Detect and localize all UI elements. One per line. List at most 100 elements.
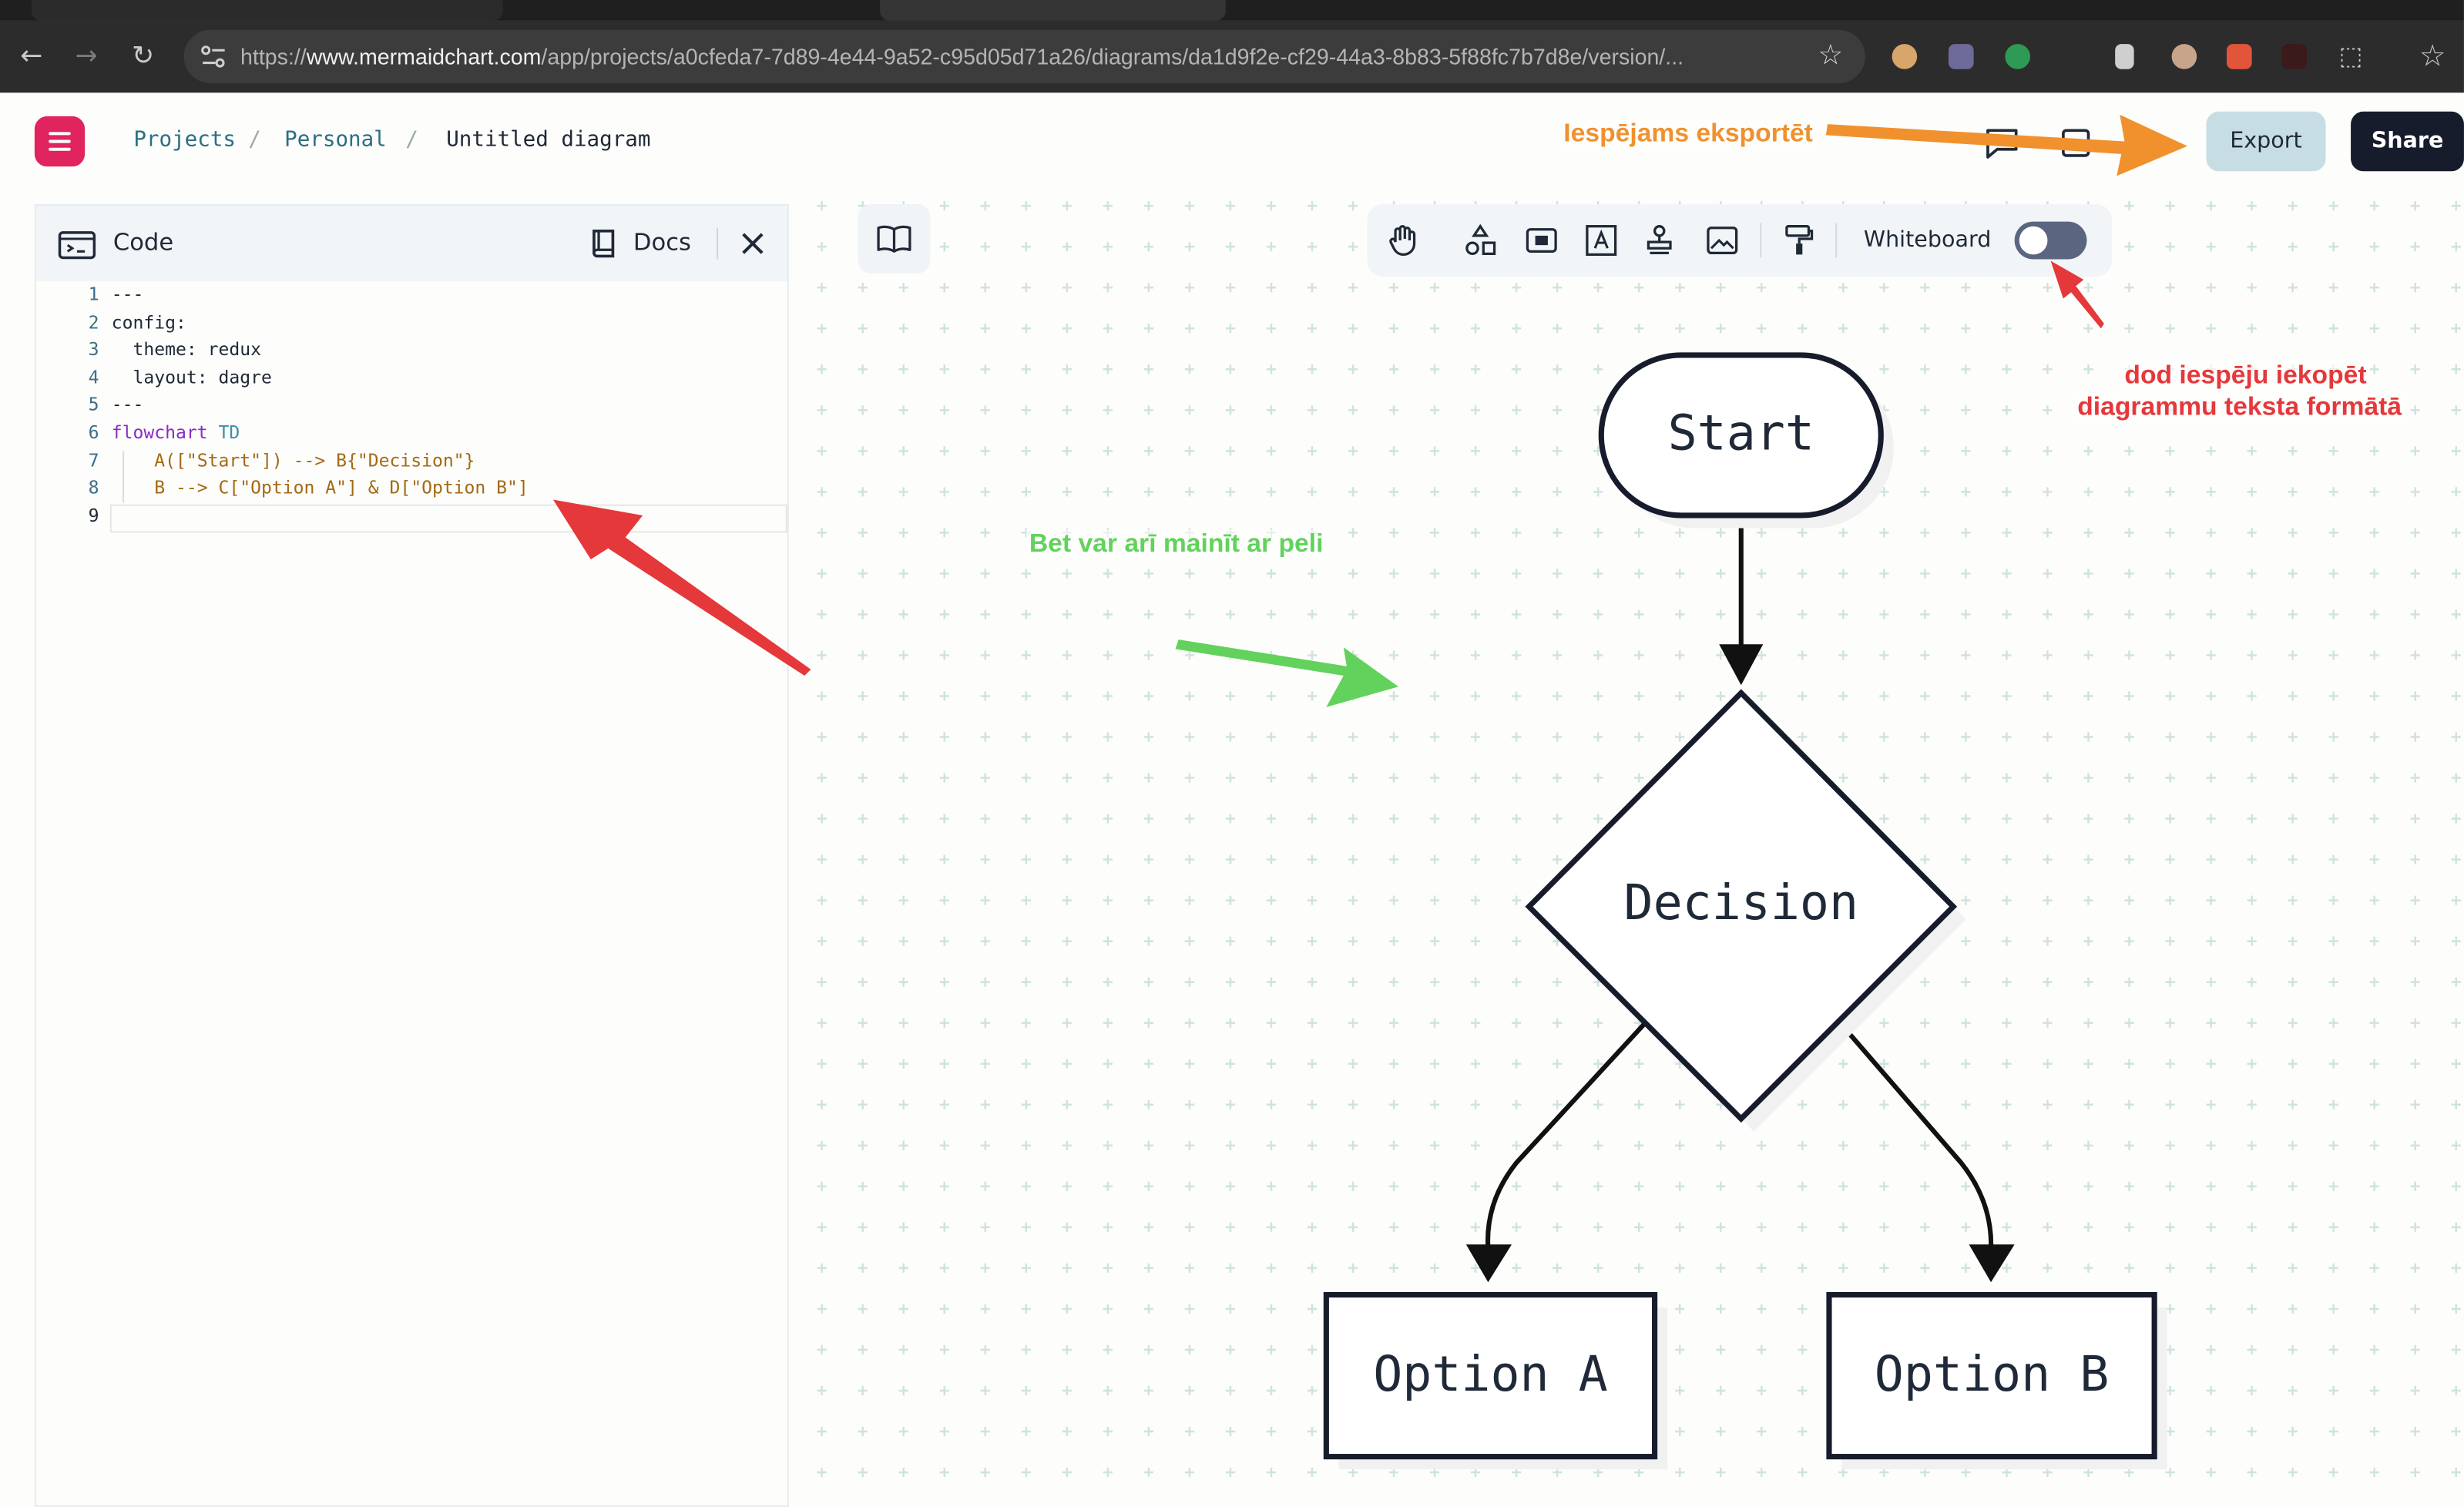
code-text: --- bbox=[111, 394, 144, 415]
node-option-a[interactable] bbox=[1323, 1291, 1658, 1460]
red-extension-icon[interactable] bbox=[2281, 44, 2307, 69]
node-start[interactable] bbox=[1598, 352, 1884, 519]
toolbar-divider bbox=[1835, 223, 1838, 258]
address-bar[interactable]: https://www.mermaidchart.com/app/project… bbox=[183, 29, 1865, 84]
bookmarks-star-icon[interactable]: ☆ bbox=[2419, 39, 2446, 74]
frame-icon[interactable] bbox=[1524, 223, 1559, 258]
line-number: 6 bbox=[88, 422, 99, 444]
green-arrow bbox=[1175, 639, 1399, 707]
privacy-extension-icon[interactable] bbox=[1948, 44, 1974, 69]
shapes-icon[interactable] bbox=[1463, 223, 1498, 258]
node-decision-label: Decision bbox=[1623, 875, 1859, 932]
docs-panel-toggle-button[interactable] bbox=[858, 204, 931, 274]
code-text: config: bbox=[111, 312, 186, 334]
whiteboard-toggle[interactable] bbox=[2014, 221, 2087, 260]
code-line[interactable]: 7 A(["Start"]) --> B{"Decision"} bbox=[36, 448, 787, 475]
browser-tab[interactable] bbox=[31, 0, 503, 21]
header-divider bbox=[717, 227, 719, 260]
image-icon[interactable] bbox=[1705, 223, 1740, 258]
export-annotation: Iespējams eksportēt bbox=[1560, 119, 1816, 149]
main-menu-button[interactable] bbox=[34, 116, 86, 167]
code-line[interactable]: 3 theme: redux bbox=[36, 336, 787, 363]
url-scheme: https:// bbox=[240, 44, 307, 69]
code-line[interactable]: 4 layout: dagre bbox=[36, 364, 787, 391]
bookmark-star-icon[interactable]: ☆ bbox=[1818, 39, 1844, 72]
site-settings-icon[interactable] bbox=[200, 44, 228, 69]
text-icon[interactable] bbox=[1584, 223, 1619, 258]
node-option-b[interactable] bbox=[1826, 1291, 2157, 1460]
forward-arrow-icon[interactable]: → bbox=[75, 41, 98, 72]
browser-toolbar: ← → ↻ https://www.mermaidchart.com/app/p… bbox=[0, 20, 2464, 93]
share-button[interactable]: Share bbox=[2351, 111, 2464, 172]
arrowhead bbox=[1465, 1244, 1512, 1283]
code-line[interactable]: 5 --- bbox=[36, 391, 787, 418]
shirt-extension-icon[interactable] bbox=[2115, 44, 2134, 69]
back-arrow-icon[interactable]: ← bbox=[20, 41, 43, 72]
browser-tab-active[interactable] bbox=[880, 0, 1226, 21]
code-line[interactable]: 6 flowchart TD bbox=[36, 420, 787, 447]
browser-tab-strip bbox=[0, 0, 2464, 21]
code-text: --- bbox=[111, 284, 144, 305]
code-text: theme: redux bbox=[111, 339, 262, 361]
node-start-label: Start bbox=[1667, 405, 1814, 462]
code-panel: Code Docs 1--- 2 config: 3 theme: redux 4… bbox=[34, 204, 789, 1507]
breadcrumb-personal[interactable]: Personal bbox=[284, 127, 387, 153]
line-number: 4 bbox=[88, 368, 99, 388]
code-text: layout: dagre bbox=[111, 368, 272, 388]
avatar-extension-icon[interactable] bbox=[2171, 44, 2197, 69]
menu-bar bbox=[49, 147, 71, 151]
whiteboard-label: Whiteboard bbox=[1863, 227, 1992, 253]
breadcrumb-separator: / bbox=[248, 127, 261, 153]
copy-annotation-line-2: diagrammu teksta formātā bbox=[2074, 392, 2405, 423]
code-text: flowchart TD bbox=[112, 420, 240, 447]
paint-roller-icon[interactable] bbox=[1782, 223, 1817, 258]
node-decision[interactable] bbox=[1525, 689, 1958, 1123]
close-icon[interactable] bbox=[742, 233, 764, 255]
extensions-puzzle-icon[interactable]: ⬚ bbox=[2338, 41, 2363, 71]
breadcrumb-projects[interactable]: Projects bbox=[133, 127, 236, 153]
code-line[interactable]: 9 bbox=[36, 503, 787, 530]
stamp-icon[interactable] bbox=[1642, 223, 1677, 258]
url-path: /app/projects/a0cfeda7-7d89-4e44-9a52-c9… bbox=[541, 44, 1684, 69]
node-option-b-label: Option B bbox=[1874, 1346, 2110, 1404]
code-line[interactable]: 2 config: bbox=[36, 310, 787, 337]
toggle-knob bbox=[2019, 226, 2048, 255]
code-panel-header: Code Docs bbox=[35, 206, 787, 282]
code-panel-title: Code bbox=[112, 227, 174, 257]
code-line[interactable]: 1--- bbox=[36, 281, 787, 308]
breadcrumb-diagram-title[interactable]: Untitled diagram bbox=[446, 127, 651, 153]
arrowhead bbox=[1719, 644, 1764, 686]
code-line[interactable]: 8 B --> C["Option A"] & D["Option B"] bbox=[36, 475, 787, 502]
hand-icon[interactable] bbox=[1386, 223, 1421, 258]
green-extension-icon[interactable] bbox=[2005, 44, 2031, 69]
breadcrumb-separator: / bbox=[405, 127, 418, 153]
line-number: 3 bbox=[88, 339, 99, 361]
mouse-edit-annotation: Bet var arī mainīt ar peli bbox=[1026, 529, 1327, 560]
node-option-a-label: Option A bbox=[1373, 1346, 1608, 1404]
red-arrow-large bbox=[552, 499, 811, 676]
code-direction: TD bbox=[207, 422, 240, 444]
edge-decision-option-a[interactable] bbox=[1485, 1021, 1647, 1250]
orange-extension-icon[interactable] bbox=[2226, 44, 2252, 69]
canvas-toolbar: Whiteboard bbox=[1367, 204, 2113, 277]
export-button[interactable]: Export bbox=[2206, 111, 2326, 172]
line-number: 9 bbox=[88, 505, 99, 527]
docs-book-icon[interactable] bbox=[589, 228, 618, 260]
url-text[interactable]: https://www.mermaidchart.com/app/project… bbox=[240, 30, 1684, 83]
cookie-extension-icon[interactable] bbox=[1892, 44, 1918, 69]
line-number: 2 bbox=[88, 312, 99, 334]
line-number: 7 bbox=[88, 451, 99, 472]
comments-icon[interactable] bbox=[1983, 126, 2021, 160]
toolbar-divider bbox=[1760, 223, 1762, 258]
docs-button[interactable]: Docs bbox=[633, 227, 691, 257]
line-number: 5 bbox=[88, 394, 99, 415]
arrowheads bbox=[1465, 644, 2015, 1283]
red-arrow-small bbox=[2050, 260, 2104, 329]
orange-arrow bbox=[1825, 114, 2187, 176]
edge-decision-option-b[interactable] bbox=[1838, 1021, 1994, 1250]
reload-icon[interactable]: ↻ bbox=[132, 41, 155, 72]
menu-bar bbox=[49, 132, 71, 136]
